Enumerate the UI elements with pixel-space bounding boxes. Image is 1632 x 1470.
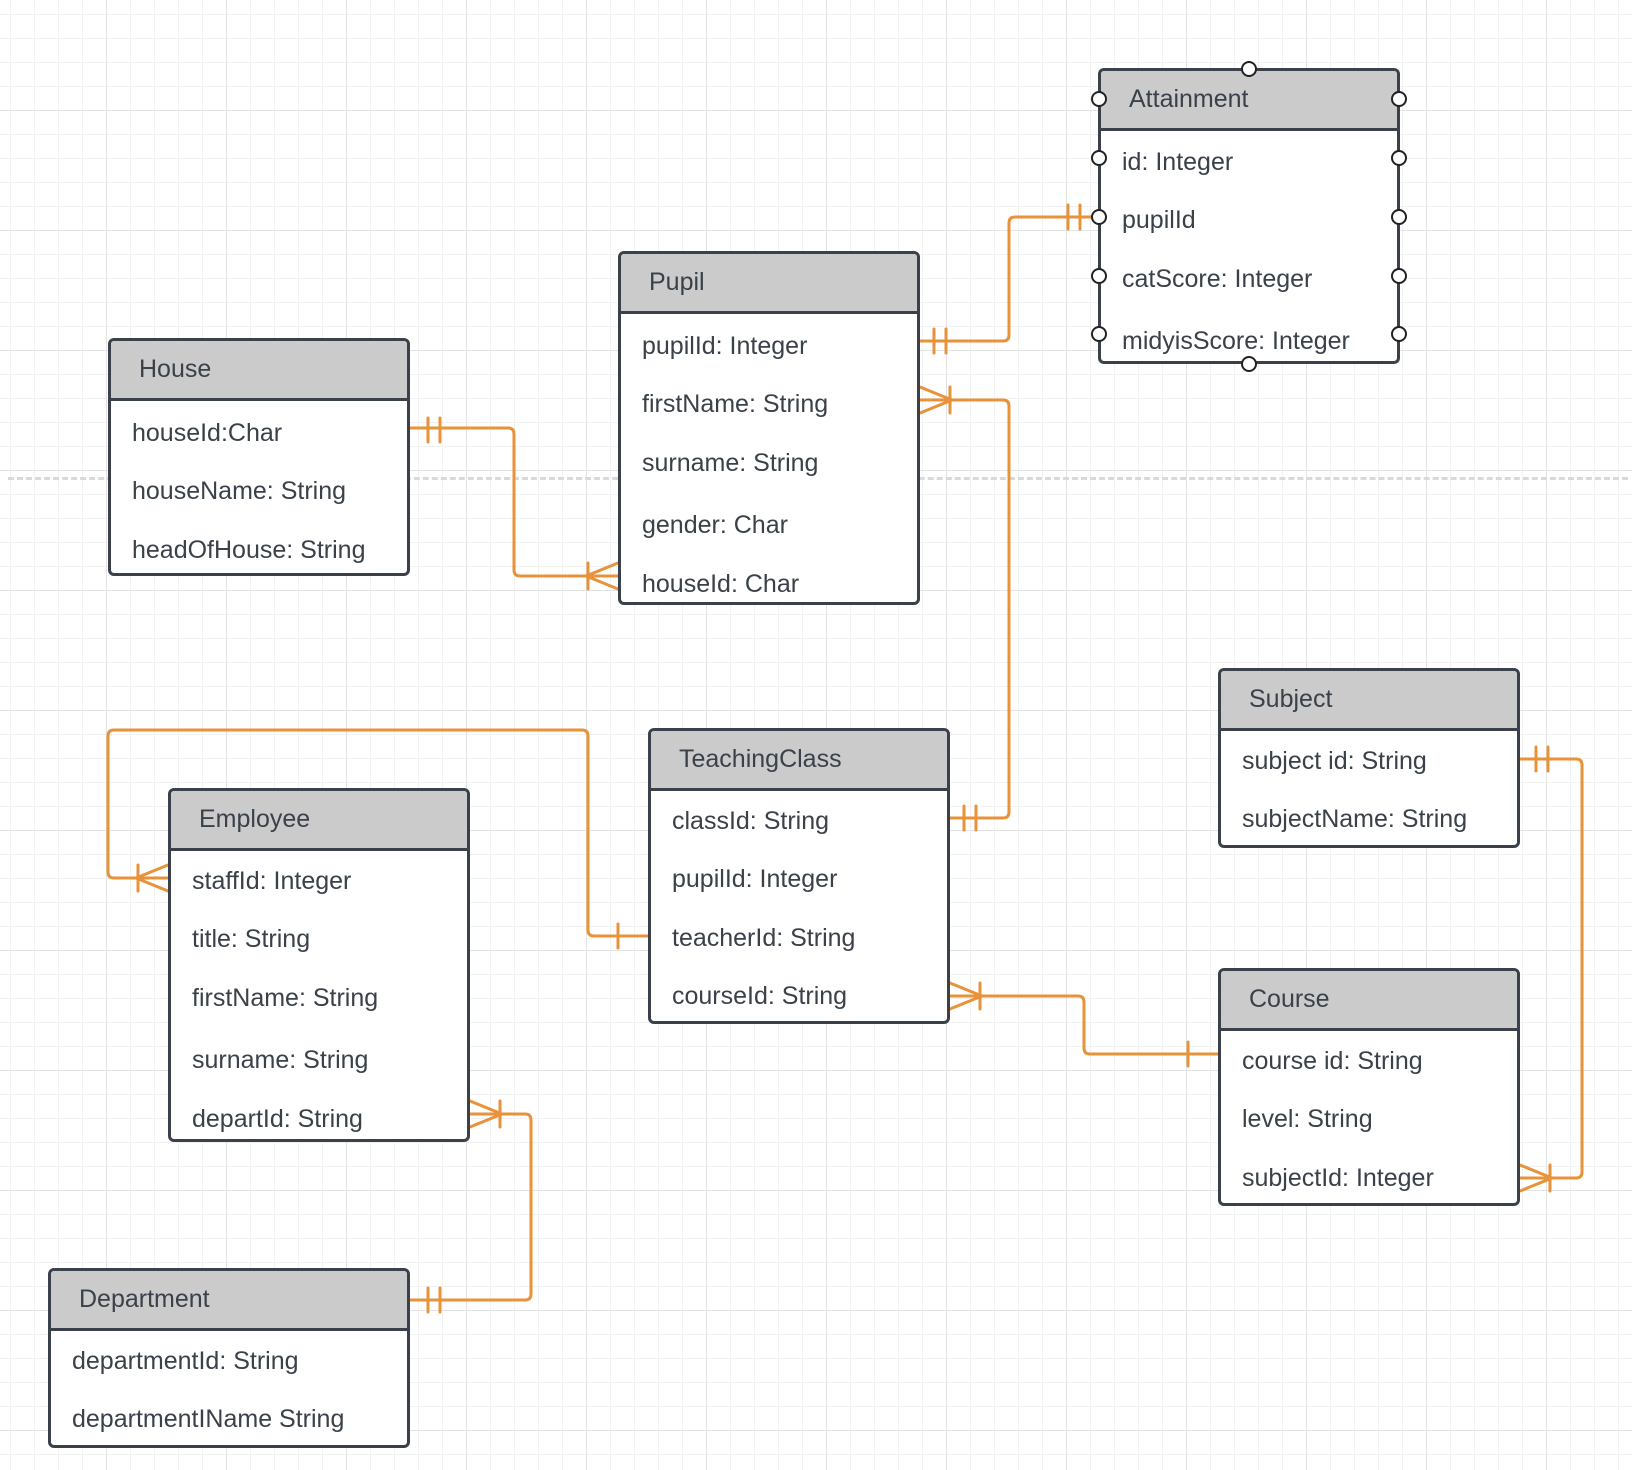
entity-course[interactable]: Course course id: String level: String s… — [1218, 968, 1520, 1206]
field-courseId: course id: String — [1242, 1047, 1423, 1075]
field-houseName: houseName: String — [132, 477, 347, 505]
connection-point-handle[interactable] — [1091, 91, 1107, 107]
entity-employee-title: Employee — [171, 791, 467, 851]
field-surname: surname: String — [642, 449, 819, 477]
entity-employee[interactable]: Employee staffId: Integer title: String … — [168, 788, 470, 1142]
connection-point-handle[interactable] — [1391, 209, 1407, 225]
field-classId: classId: String — [672, 807, 830, 835]
field-surname: surname: String — [192, 1046, 369, 1074]
field-subjectName: subjectName: String — [1242, 805, 1468, 833]
field-subjectId: subjectId: Integer — [1242, 1164, 1434, 1192]
entity-subject-title: Subject — [1221, 671, 1517, 731]
field-departmentName: departmentIName String — [72, 1405, 345, 1433]
connection-point-handle[interactable] — [1241, 356, 1257, 372]
entity-pupil[interactable]: Pupil pupilId: Integer firstName: String… — [618, 251, 920, 605]
field-catScore: catScore: Integer — [1122, 265, 1313, 293]
entity-teachingclass-title: TeachingClass — [651, 731, 947, 791]
connection-point-handle[interactable] — [1091, 209, 1107, 225]
field-firstName: firstName: String — [192, 984, 379, 1012]
field-teacherId: teacherId: String — [672, 924, 856, 952]
field-pupilId: pupilId: Integer — [642, 332, 808, 360]
field-id: id: Integer — [1122, 148, 1234, 176]
entity-course-title: Course — [1221, 971, 1517, 1031]
field-departId: departId: String — [192, 1105, 363, 1133]
entity-department-title: Department — [51, 1271, 407, 1331]
entity-house-title: House — [111, 341, 407, 401]
entity-subject[interactable]: Subject subject id: String subjectName: … — [1218, 668, 1520, 848]
entity-pupil-title: Pupil — [621, 254, 917, 314]
field-gender: gender: Char — [642, 511, 788, 539]
connection-point-handle[interactable] — [1391, 91, 1407, 107]
relationship-teachingclass-pupil[interactable] — [918, 385, 1011, 832]
field-courseId: courseId: String — [672, 982, 848, 1010]
field-midyisScore: midyisScore: Integer — [1122, 327, 1350, 355]
entity-attainment[interactable]: Attainment id: Integer pupilId catScore:… — [1098, 68, 1400, 364]
relationship-subject-course[interactable] — [1518, 745, 1584, 1193]
field-houseId: houseId: Char — [642, 570, 800, 598]
field-firstName: firstName: String — [642, 390, 829, 418]
relationship-teachingclass-employee[interactable] — [106, 728, 650, 950]
entity-department[interactable]: Department departmentId: String departme… — [48, 1268, 410, 1448]
connection-point-handle[interactable] — [1241, 61, 1257, 77]
entity-attainment-title: Attainment — [1101, 71, 1397, 131]
field-headOfHouse: headOfHouse: String — [132, 536, 366, 564]
relationship-pupil-attainment[interactable] — [918, 203, 1100, 355]
field-pupilId: pupilId — [1122, 206, 1196, 234]
relationship-house-pupil[interactable] — [408, 416, 620, 591]
connection-point-handle[interactable] — [1091, 326, 1107, 342]
field-staffId: staffId: Integer — [192, 867, 352, 895]
field-houseId: houseId:Char — [132, 419, 283, 447]
connection-point-handle[interactable] — [1391, 268, 1407, 284]
connection-point-handle[interactable] — [1091, 150, 1107, 166]
relationship-department-employee[interactable] — [408, 1099, 533, 1314]
field-departmentId: departmentId: String — [72, 1347, 299, 1375]
entity-teachingclass[interactable]: TeachingClass classId: String pupilId: I… — [648, 728, 950, 1024]
field-title: title: String — [192, 925, 311, 953]
relationship-course-teachingclass[interactable] — [948, 981, 1220, 1068]
entity-house[interactable]: House houseId:Char houseName: String hea… — [108, 338, 410, 576]
connection-point-handle[interactable] — [1391, 150, 1407, 166]
connection-point-handle[interactable] — [1091, 268, 1107, 284]
connection-point-handle[interactable] — [1391, 326, 1407, 342]
field-pupilId: pupilId: Integer — [672, 865, 838, 893]
field-level: level: String — [1242, 1105, 1373, 1133]
field-subjectId: subject id: String — [1242, 747, 1427, 775]
